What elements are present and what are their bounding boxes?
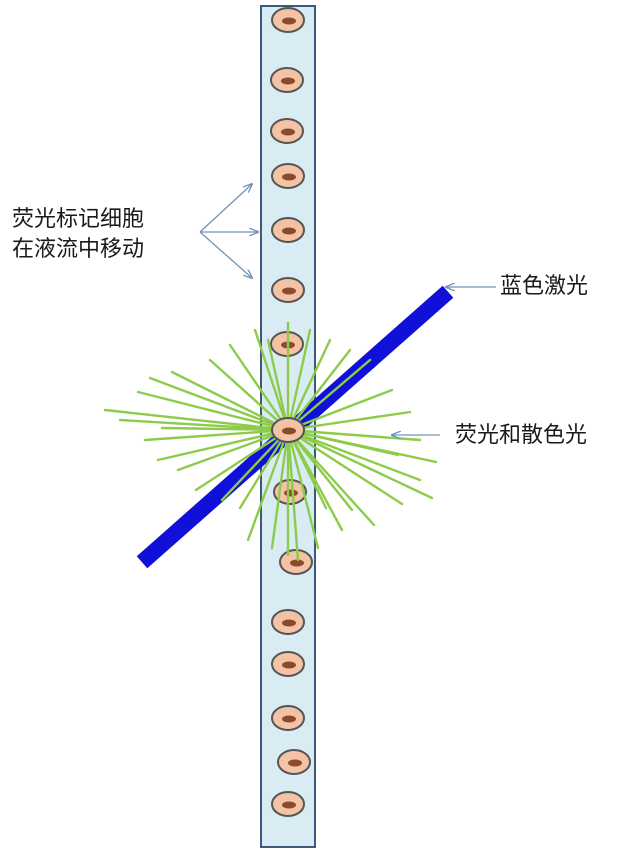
cell-nucleus	[282, 661, 296, 669]
cell-nucleus	[282, 619, 296, 627]
cell-nucleus	[282, 427, 296, 435]
fluorescence-ray	[208, 358, 290, 432]
fluorescence-ray	[148, 376, 290, 432]
cells-label: 荧光标记细胞 在液流中移动	[12, 205, 144, 265]
cell-nucleus	[282, 287, 296, 295]
fluorescence-ray	[286, 328, 312, 432]
cells-arrow-lower	[199, 231, 252, 278]
cells-group	[270, 7, 313, 817]
cells-label-line1: 荧光标记细胞	[12, 207, 145, 232]
fluorescence-ray	[286, 428, 320, 550]
fluorescence-ray	[286, 348, 352, 432]
cell-nucleus	[282, 227, 296, 235]
laser-label: 蓝色激光	[500, 274, 589, 299]
cell	[277, 749, 311, 775]
fluorescence-ray	[266, 338, 290, 432]
cell	[270, 118, 304, 144]
fluorescence-ray	[270, 428, 290, 550]
fluorescence-ray	[286, 428, 376, 527]
fluorescence-ray	[286, 410, 412, 432]
fluorescence-ray	[286, 428, 434, 500]
fluorescence-ray	[220, 428, 290, 502]
fluorescence-ray	[170, 370, 290, 432]
cell-nucleus	[284, 489, 298, 497]
fluorescence-ray	[143, 428, 290, 442]
cell-nucleus	[282, 715, 296, 723]
fluorescence-ray	[136, 390, 290, 432]
fluorescence-rays	[103, 321, 438, 562]
cell-nucleus	[282, 173, 296, 181]
fluorescence-ray	[118, 418, 290, 432]
fluorescence-ray	[286, 358, 372, 432]
fluorescence-ray	[176, 428, 290, 472]
fluorescence-ray	[103, 408, 290, 432]
fluorescence-ray	[286, 428, 404, 506]
cell	[271, 791, 305, 817]
cell	[271, 277, 305, 303]
fluorescence-ray	[156, 428, 290, 462]
cell	[271, 163, 305, 189]
fluorescence-ray	[286, 428, 422, 482]
cells-label-line2: 在液流中移动	[12, 237, 145, 262]
fluorescence-ray	[194, 428, 290, 492]
fluorescence-ray	[286, 428, 354, 512]
fluorescence-ray	[238, 428, 290, 510]
fluorescence-ray	[253, 328, 290, 432]
illuminated-cell	[271, 417, 305, 443]
cell-nucleus	[290, 559, 304, 567]
cell	[271, 609, 305, 635]
cell	[279, 549, 313, 575]
cell	[271, 417, 305, 443]
cell-nucleus	[282, 17, 296, 25]
fluorescence-ray	[286, 338, 332, 432]
cells-arrow-upper	[199, 184, 252, 233]
cell	[270, 67, 304, 93]
scatter-label: 荧光和散色光	[455, 423, 588, 448]
cell	[271, 651, 305, 677]
fluorescence-ray	[286, 428, 300, 562]
cell	[271, 7, 305, 33]
fluorescence-ray	[286, 428, 328, 510]
cell	[271, 705, 305, 731]
cell-nucleus	[281, 77, 295, 85]
fluorescence-ray	[228, 343, 290, 432]
cell	[271, 217, 305, 243]
cell-nucleus	[282, 801, 296, 809]
fluorescence-ray	[286, 388, 394, 432]
fluorescence-ray	[286, 428, 438, 464]
cell-nucleus	[288, 759, 302, 767]
cell-nucleus	[281, 128, 295, 136]
fluorescence-ray	[246, 428, 290, 542]
